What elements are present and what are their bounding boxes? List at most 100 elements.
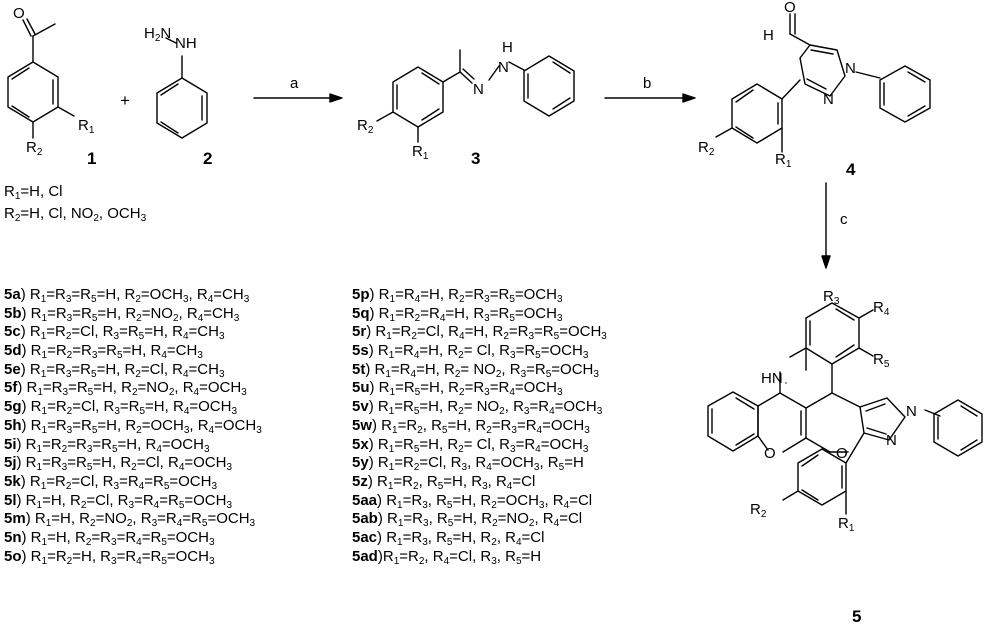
compound-3-number: 3	[471, 149, 481, 168]
derivative-id: 5y	[352, 454, 369, 472]
derivative-substituents: ) R1=R5=H, R2=R3=R4=OCH3	[369, 379, 563, 399]
derivative-id: 5r	[352, 323, 367, 341]
derivative-entry-5w: 5w) R1=R2, R5=H, R2=R3=R4=OCH3	[352, 417, 607, 436]
derivative-entry-5l: 5l) R1=H, R2=Cl, R3=R4=R5=OCH3	[4, 492, 262, 511]
derivative-substituents: ) R1=R2=Cl, R3=R4=R5=OCH3	[20, 472, 218, 492]
derivative-substituents: ) R1=R2=R4=H, R3=R5=OCH3	[369, 304, 563, 324]
derivative-id: 5u	[352, 379, 370, 397]
derivative-id: 5p	[352, 286, 370, 303]
derivative-entry-5b: 5b) R1=R3=R5=H, R2=NO2, R4=CH3	[4, 305, 262, 324]
atom-o-carbonyl: O	[836, 445, 848, 462]
derivative-entry-5c: 5c) R1=R2=Cl, R3=R5=H, R4=CH3	[4, 323, 262, 342]
derivative-id: 5n	[4, 528, 22, 546]
derivative-id: 5z	[352, 472, 368, 490]
derivative-entry-5q: 5q) R1=R2=R4=H, R3=R5=OCH3	[352, 305, 607, 324]
derivative-substituents: ) R1=R2=Cl, R3=R5=H, R4=OCH3	[21, 398, 238, 418]
derivative-substituents: ) R1=H, R2=Cl, R3=R4=R5=OCH3	[16, 491, 233, 511]
derivative-entry-5s: 5s) R1=R4=H, R2= Cl, R3=R5=OCH3	[352, 342, 607, 361]
substituent-r2-label-5: R2	[750, 501, 767, 520]
derivative-substituents: ) R1=R3=R5=H, R2=NO2, R4=CH3	[21, 304, 240, 324]
derivative-id: 5l	[4, 491, 17, 509]
compound-4-structure	[715, 13, 931, 153]
derivative-entry-5ab: 5ab) R1=R3, R5=H, R2=NO2, R4=Cl	[352, 510, 607, 529]
derivative-substituents: ) R1=R3, R5=H, R2, R4=Cl	[377, 528, 545, 548]
substituent-r3-label-5: R3	[823, 288, 840, 307]
plus-sign: +	[120, 91, 130, 110]
atom-oxygen: O	[13, 5, 25, 22]
derivative-entry-5e: 5e) R1=R3=R5=H, R2=Cl, R4=CH3	[4, 361, 262, 380]
atom-n-amine: N	[498, 59, 509, 76]
r2-definition: R2=H, Cl, NO2, OCH3	[4, 205, 147, 224]
derivative-id: 5ab	[352, 510, 378, 528]
atom-h-amine: H	[502, 39, 513, 56]
atom-o-ring: O	[764, 445, 776, 462]
derivative-entry-5r: 5r) R1=R2=Cl, R4=H, R2=R3=R5=OCH3	[352, 323, 607, 342]
derivative-substituents: ) R1=R2=Cl, R4=H, R2=R3=R5=OCH3	[366, 323, 607, 343]
step-c-label: c	[840, 211, 848, 228]
derivative-id: 5ac	[352, 528, 378, 546]
step-a-label: a	[290, 75, 299, 92]
derivative-entry-5i: 5i) R1=R2=R3=R5=H, R4=OCH3	[4, 436, 262, 455]
derivative-substituents: ) R1=R4=H, R2= Cl, R3=R5=OCH3	[368, 342, 589, 362]
derivative-entry-5m: 5m) R1=H, R2=NO2, R3=R4=R5=OCH3	[4, 510, 262, 529]
derivative-substituents: ) R1=R3, R5=H, R2=NO2, R4=Cl	[377, 510, 583, 530]
atom-h-aldehyde: H	[763, 27, 774, 44]
substituent-r1-label-3: R1	[412, 143, 429, 162]
derivative-id: 5m	[4, 510, 26, 528]
derivative-entry-5u: 5u) R1=R5=H, R2=R3=R4=OCH3	[352, 379, 607, 398]
derivative-entry-5ad: 5ad)R1=R2, R4=Cl, R3, R5=H	[352, 548, 607, 567]
arrow-a	[253, 93, 343, 103]
derivative-id: 5v	[352, 398, 369, 416]
atom-hn: HN	[761, 370, 783, 387]
derivative-entry-5d: 5d) R1=R2=R3=R5=H, R4=CH3	[4, 342, 262, 361]
derivative-id: 5w	[352, 416, 373, 434]
derivative-id: 5e	[4, 360, 21, 378]
atom-nh: NH	[175, 35, 197, 52]
derivative-entry-5y: 5y) R1=R2=Cl, R3, R4=OCH3, R5=H	[352, 454, 607, 473]
substituent-r1-label-4: R1	[775, 151, 792, 170]
derivative-substituents: ) R1=R2=R3=R5=H, R4=CH3	[21, 342, 203, 362]
derivative-substituents: ) R1=R2=H, R3=R4=R5=OCH3	[21, 547, 215, 567]
derivative-id: 5h	[4, 416, 22, 434]
compound-1-number: 1	[87, 149, 97, 168]
derivative-id: 5g	[4, 398, 22, 416]
derivative-id: 5c	[4, 323, 21, 341]
compound-5-number: 5	[852, 607, 862, 626]
substituent-r1-label: R1	[78, 117, 95, 136]
derivative-entry-5f: 5f) R1=R3=R5=H, R2=NO2, R4=OCH3	[4, 379, 262, 398]
derivative-entry-5aa: 5aa) R1=R3, R5=H, R2=OCH3, R4=Cl	[352, 492, 607, 511]
derivative-substituents: )R1=R2, R4=Cl, R3, R5=H	[377, 547, 542, 567]
derivative-entry-5t: 5t) R1=R4=H, R2= NO2, R3=R5=OCH3	[352, 361, 607, 380]
derivative-substituents: ) R1=R4=H, R2= NO2, R3=R5=OCH3	[365, 360, 599, 380]
atom-n2-pyrazole-5: N	[886, 432, 897, 449]
substituent-r5-label-5: R5	[873, 351, 890, 370]
r1-definition: R1=H, Cl	[4, 183, 63, 202]
derivative-id: 5k	[4, 472, 21, 490]
derivative-substituents: ) R1=R2, R5=H, R3, R4=Cl	[367, 472, 536, 492]
derivative-substituents: ) R1=H, R2=NO2, R3=R4=R5=OCH3	[25, 510, 256, 530]
compound-2-number: 2	[203, 149, 213, 168]
derivative-entry-5x: 5x) R1=R5=H, R2= Cl, R3=R4=OCH3	[352, 436, 607, 455]
derivative-id: 5q	[352, 304, 370, 322]
derivative-substituents: ) R1=R2=R3=R5=H, R4=OCH3	[16, 435, 210, 455]
derivative-id: 5j	[4, 454, 17, 472]
derivative-substituents: ) R1=R3, R5=H, R2=OCH3, R4=Cl	[377, 491, 593, 511]
substituent-r2-label-4: R2	[698, 139, 715, 158]
substituent-r2-label: R2	[26, 139, 43, 158]
atom-n-imine: N	[473, 81, 484, 98]
derivative-id: 5x	[352, 435, 369, 453]
atom-n1-pyrazole-5: N	[906, 403, 917, 420]
derivative-substituents: ) R1=R5=H, R2= NO2, R3=R4=OCH3	[368, 398, 603, 418]
derivative-entry-5p: 5p) R1=R4=H, R2=R3=R5=OCH3	[352, 286, 607, 305]
derivative-entry-5g: 5g) R1=R2=Cl, R3=R5=H, R4=OCH3	[4, 398, 262, 417]
derivative-substituents: ) R1=R3=R5=H, R2=NO2, R4=OCH3	[17, 379, 247, 399]
derivative-id: 5s	[352, 342, 369, 360]
compound-5-structure	[707, 302, 983, 515]
derivative-substituents: ) R1=H, R2=R3=R4=R5=OCH3	[21, 528, 215, 548]
derivative-entry-5a: 5a) R1=R3=R5=H, R2=OCH3, R4=CH3	[4, 286, 262, 305]
